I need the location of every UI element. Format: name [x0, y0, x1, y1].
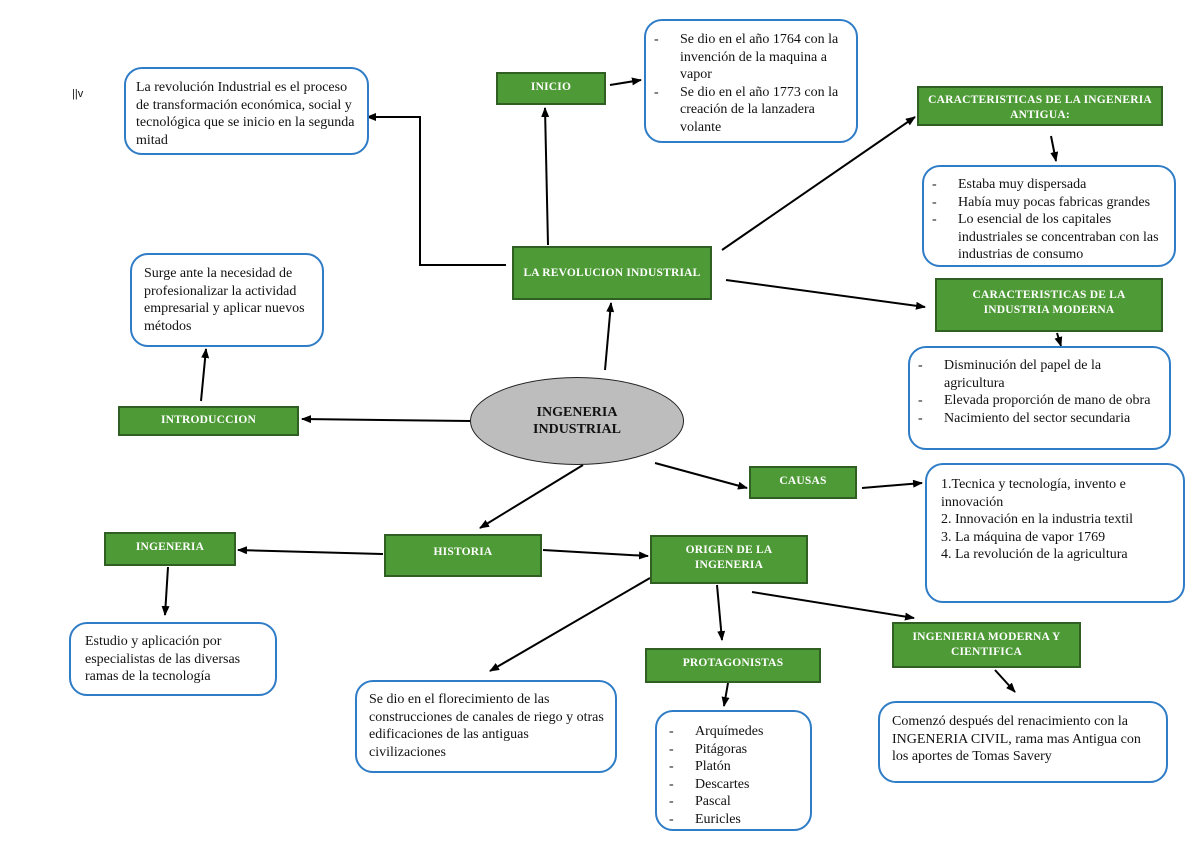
list-item: 1.Tecnica y tecnología, invento e innova… — [941, 477, 1126, 510]
node-label: PROTAGONISTAS — [682, 657, 784, 669]
node-historia: HISTORIA — [384, 534, 542, 577]
arrow-ingeneria-definicion — [161, 566, 170, 616]
arrow-cientifica-definicion — [994, 669, 1016, 693]
box-text: Estudio y aplicación por especialistas d… — [85, 634, 241, 684]
list-item: Lo esencial de los capitales industriale… — [928, 211, 1168, 264]
node-label: ORIGEN DE LA INGENERIA — [685, 544, 773, 571]
box-text: Comenzó después del renacimiento con la … — [892, 714, 1141, 764]
list-item: Había muy pocas fabricas grandes — [928, 194, 1168, 212]
node-label: INGENIERIA MODERNA Y CIENTIFICA — [912, 631, 1061, 658]
arrow-center-historia — [479, 464, 584, 529]
box-origen-definicion: Se dio en el florecimiento de las constr… — [355, 680, 617, 773]
node-label: INGENERIA — [135, 541, 205, 553]
list-item: Platón — [665, 758, 804, 776]
list-item: Elevada proporción de mano de obra — [914, 392, 1163, 410]
box-revolucion-definicion: La revolución Industrial es el proceso d… — [124, 67, 369, 155]
node-label: CARACTERISTICAS DE LA INDUSTRIA MODERNA — [972, 289, 1126, 316]
node-inicio: INICIO — [496, 72, 606, 105]
node-caracteristicas-antigua: CARACTERISTICAS DE LA INGENERIA ANTIGUA: — [917, 86, 1163, 126]
node-ingeneria: INGENERIA — [104, 532, 236, 566]
list-item: 4. La revolución de la agricultura — [941, 547, 1128, 562]
node-caracteristicas-moderna: CARACTERISTICAS DE LA INDUSTRIA MODERNA — [935, 278, 1163, 332]
center-node-label: INGENERIA INDUSTRIAL — [533, 405, 621, 437]
list-item: Pitágoras — [665, 741, 804, 759]
arrow-historia-origen — [542, 549, 649, 560]
arrow-center-introduccion — [301, 415, 471, 424]
box-text: La revolución Industrial es el proceso d… — [136, 80, 355, 148]
box-inicio-detalle: Se dio en el año 1764 con la invención d… — [644, 19, 858, 143]
node-causas: CAUSAS — [749, 466, 857, 499]
list-item: Euricles — [665, 811, 804, 829]
node-label: INICIO — [530, 81, 572, 93]
box-ingeneria-definicion: Estudio y aplicación por especialistas d… — [69, 622, 277, 696]
box-cientifica-definicion: Comenzó después del renacimiento con la … — [878, 701, 1168, 783]
node-label: HISTORIA — [433, 546, 493, 558]
list-item: 3. La máquina de vapor 1769 — [941, 529, 1106, 545]
arrow-revolucion-antigua — [721, 116, 916, 251]
box-text: Se dio en el florecimiento de las constr… — [369, 692, 604, 760]
arrow-inicio-detalle — [609, 77, 642, 86]
box-introduccion-definicion: Surge ante la necesidad de profesionaliz… — [130, 253, 324, 347]
arrow-causas-lista — [861, 479, 923, 489]
center-node-ingeneria-industrial: INGENERIA INDUSTRIAL — [470, 377, 684, 465]
node-ingenieria-moderna-cientifica: INGENIERIA MODERNA Y CIENTIFICA — [892, 622, 1081, 668]
arrow-antigua-lista — [1050, 135, 1059, 162]
arrow-introduccion-definicion — [200, 348, 210, 402]
arrow-moderna-lista — [1054, 332, 1063, 347]
node-revolucion-industrial: LA REVOLUCION INDUSTRIAL — [512, 246, 712, 300]
box-antigua-lista: Estaba muy dispersada Había muy pocas fa… — [922, 165, 1176, 267]
arrow-revolucion-inicio — [541, 107, 550, 246]
box-causas-lista: 1.Tecnica y tecnología, invento e innova… — [925, 463, 1185, 603]
arrow-historia-ingeneria — [237, 546, 384, 555]
arrow-revolucion-definicion — [366, 113, 506, 266]
list-item: Se dio en el año 1773 con la creación de… — [650, 84, 846, 137]
node-label: CARACTERISTICAS DE LA INGENERIA ANTIGUA: — [928, 94, 1152, 121]
arrow-revolucion-moderna — [725, 279, 926, 310]
box-moderna-lista: Disminución del papel de la agricultura … — [908, 346, 1171, 450]
arrow-origen-protagonistas — [716, 584, 726, 641]
node-label: CAUSAS — [779, 475, 827, 487]
arrow-protagonistas-lista — [721, 682, 730, 707]
arrow-center-causas — [654, 462, 748, 490]
list-item: Arquímedes — [665, 723, 804, 741]
arrow-origen-cientifica — [751, 591, 915, 621]
arrow-center-revolucion — [604, 302, 615, 371]
node-introduccion: INTRODUCCION — [118, 406, 299, 436]
node-protagonistas: PROTAGONISTAS — [645, 648, 821, 683]
corner-mark: ||v — [72, 88, 84, 100]
arrow-origen-definicion — [489, 577, 651, 672]
box-text: Surge ante la necesidad de profesionaliz… — [144, 266, 305, 334]
list-item: Descartes — [665, 776, 804, 794]
list-item: Estaba muy dispersada — [928, 176, 1168, 194]
list-item: 2. Innovación en la industria textil — [941, 512, 1134, 527]
node-label: LA REVOLUCION INDUSTRIAL — [523, 266, 701, 279]
list-item: Pascal — [665, 793, 804, 811]
list-item: Se dio en el año 1764 con la invención d… — [650, 31, 846, 84]
list-item: Nacimiento del sector secundaria — [914, 410, 1163, 428]
node-origen-ingeneria: ORIGEN DE LA INGENERIA — [650, 535, 808, 584]
box-protagonistas-lista: Arquímedes Pitágoras Platón Descartes Pa… — [655, 710, 812, 831]
list-item: Disminución del papel de la agricultura — [914, 357, 1163, 392]
node-label: INTRODUCCION — [160, 414, 257, 426]
